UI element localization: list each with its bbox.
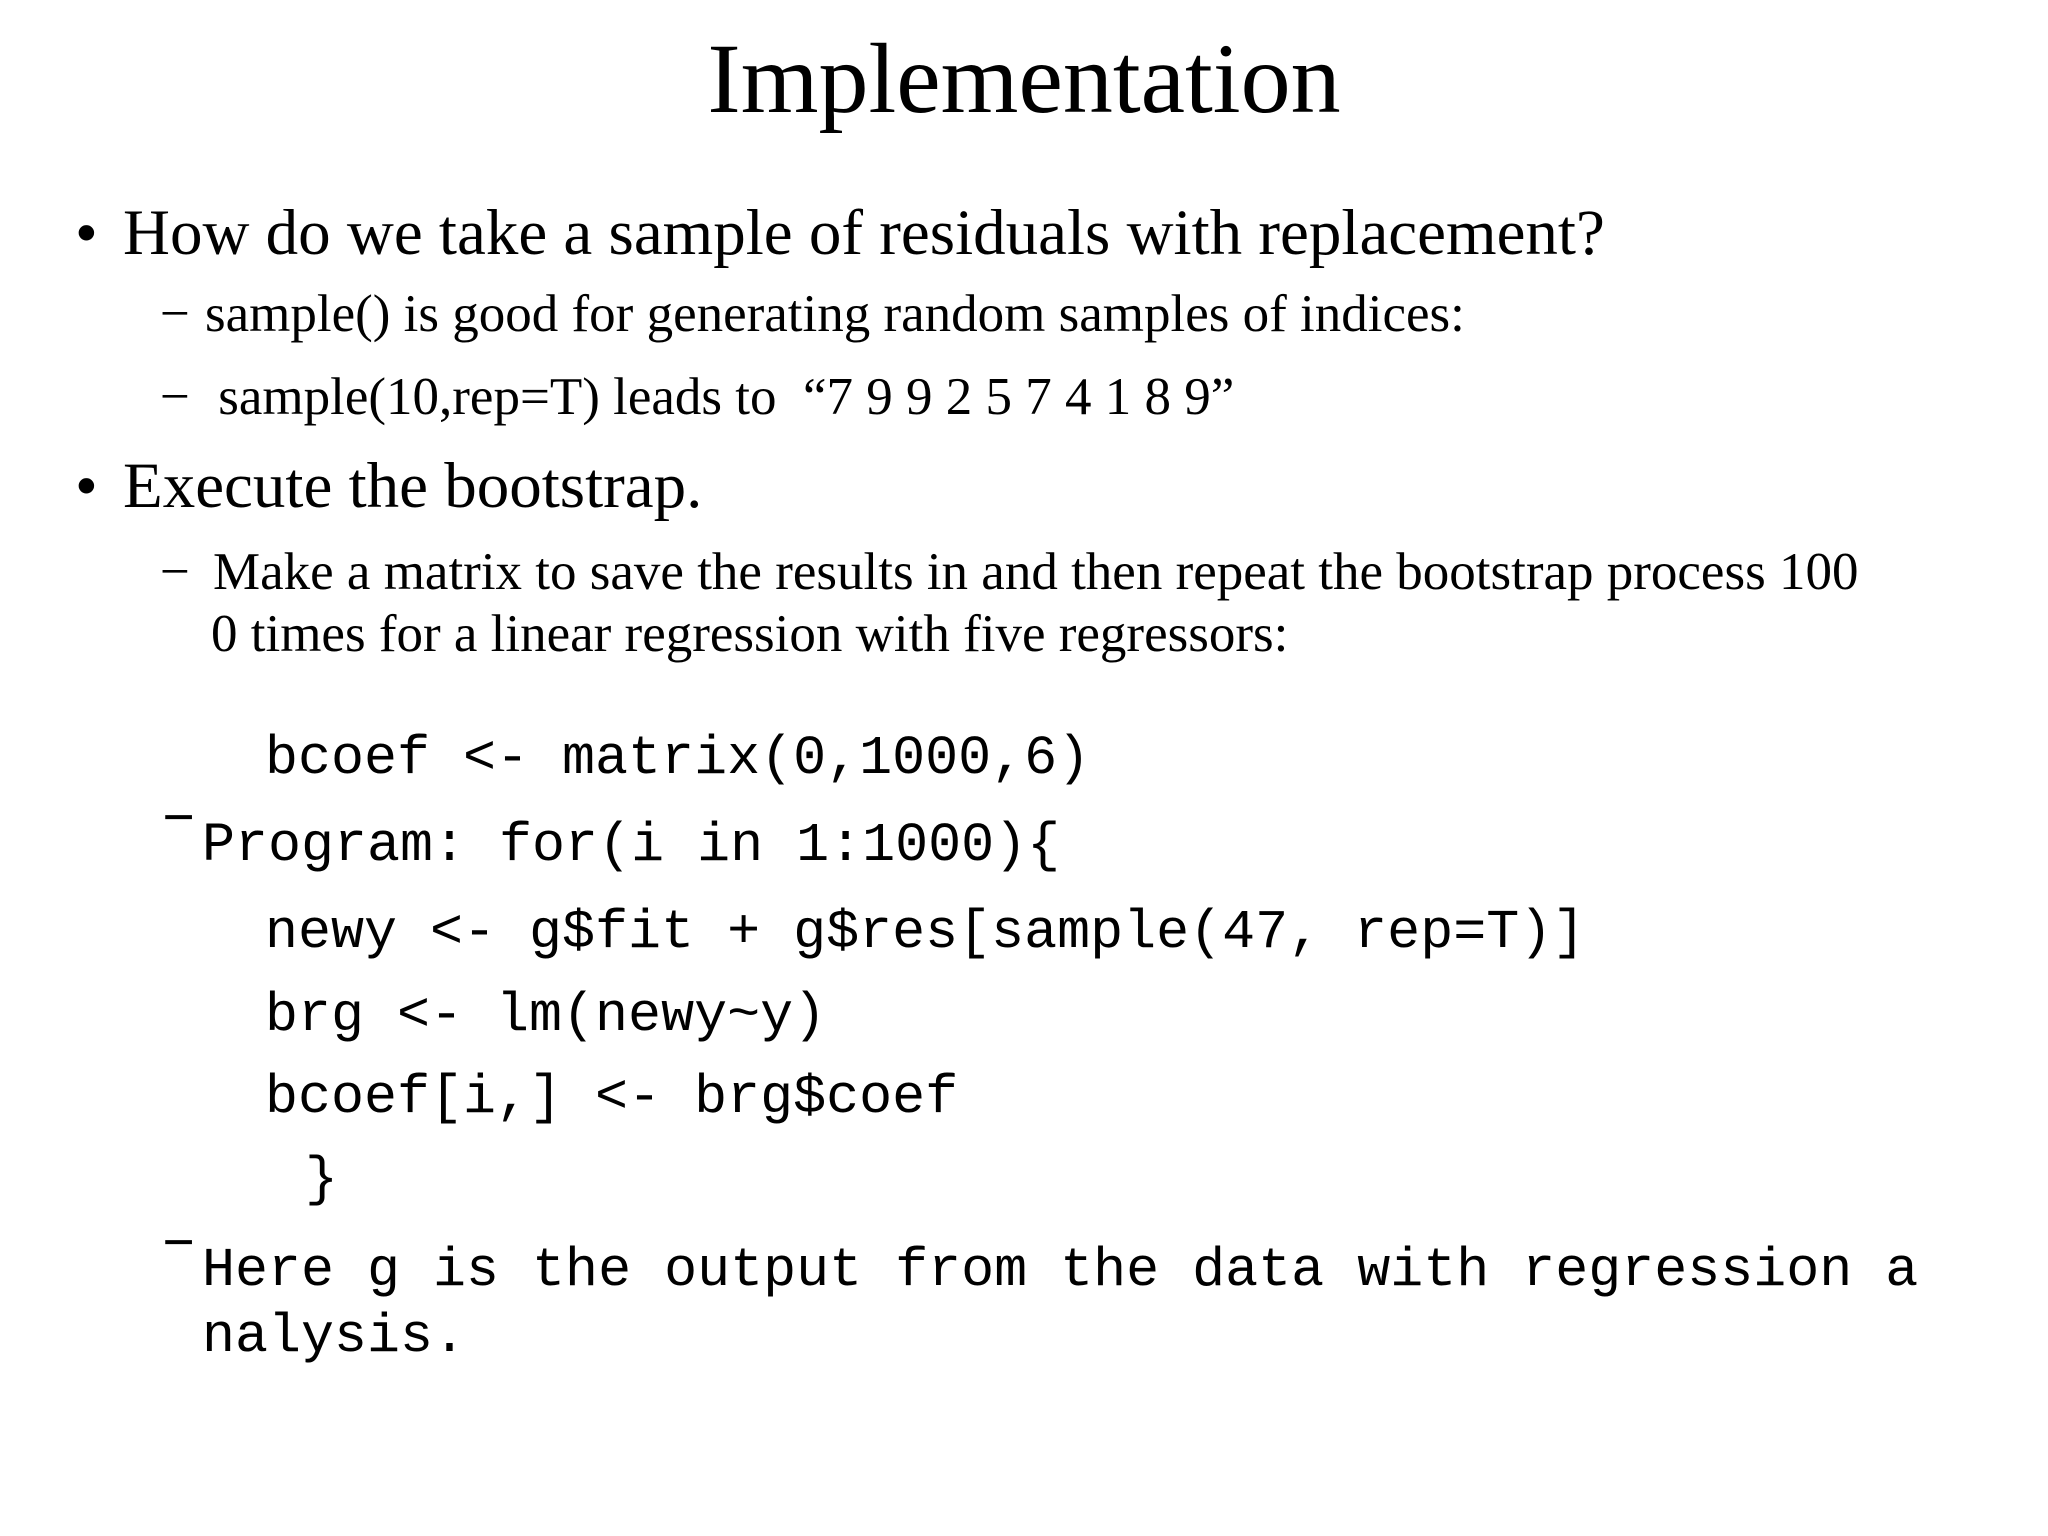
- sub-bullet-text: 0 times for a linear regression with fiv…: [211, 605, 1289, 663]
- code-note-here-g-line-1: −Here g is the output from the data with…: [162, 1214, 1919, 1304]
- code-line-newy: newy <- g$fit + g$res[sample(47, rep=T)]: [265, 900, 1585, 966]
- sub-bullet-sample-good: −sample() is good for generating random …: [160, 283, 1465, 347]
- dash-icon: −: [160, 543, 190, 601]
- sub-bullet-make-matrix-line-1: −Make a matrix to save the results in an…: [160, 541, 1858, 605]
- dash-icon: −: [160, 368, 190, 426]
- bullet-item-execute-bootstrap: • Execute the bootstrap.: [75, 447, 702, 525]
- code-text: nalysis.: [202, 1305, 467, 1368]
- code-text: Program: for(i in 1:1000){: [202, 814, 1061, 877]
- code-text: bcoef[i,] <- brg$coef: [265, 1066, 959, 1129]
- code-line-closing-brace: }: [305, 1147, 338, 1213]
- sub-bullet-text: Make a matrix to save the results in and…: [213, 543, 1859, 601]
- code-line-brg: brg <- lm(newy~y): [265, 983, 826, 1049]
- dash-icon: −: [162, 1214, 196, 1278]
- code-note-here-g-line-2: nalysis.: [202, 1304, 466, 1370]
- bullet-item-sampling-question: • How do we take a sample of residuals wi…: [75, 194, 1605, 272]
- code-text: brg <- lm(newy~y): [265, 984, 827, 1047]
- sub-bullet-make-matrix-line-2: 0 times for a linear regression with fiv…: [211, 603, 1288, 667]
- code-text: Here g is the output from the data with …: [202, 1239, 1919, 1302]
- code-line-program-for-loop: −Program: for(i in 1:1000){: [162, 789, 1061, 879]
- sub-bullet-text: sample() is good for generating random s…: [205, 285, 1465, 343]
- bullet-icon: •: [75, 197, 98, 269]
- sub-bullet-sample-example: − sample(10,rep=T) leads to “7 9 9 2 5 7…: [160, 366, 1234, 430]
- bullet-text: Execute the bootstrap.: [123, 450, 703, 522]
- code-line-bcoef-matrix: bcoef <- matrix(0,1000,6): [265, 726, 1090, 792]
- code-text: }: [305, 1148, 339, 1211]
- dash-icon: −: [160, 285, 190, 343]
- code-line-bcoef-assign: bcoef[i,] <- brg$coef: [265, 1065, 958, 1131]
- dash-icon: −: [162, 789, 196, 853]
- sub-bullet-text: sample(10,rep=T) leads to “7 9 9 2 5 7 4…: [205, 368, 1235, 426]
- code-text: newy <- g$fit + g$res[sample(47, rep=T)]: [265, 901, 1586, 964]
- bullet-text: How do we take a sample of residuals wit…: [123, 197, 1605, 269]
- bullet-icon: •: [75, 450, 98, 522]
- code-text: bcoef <- matrix(0,1000,6): [265, 727, 1091, 790]
- page-title: Implementation: [707, 23, 1341, 134]
